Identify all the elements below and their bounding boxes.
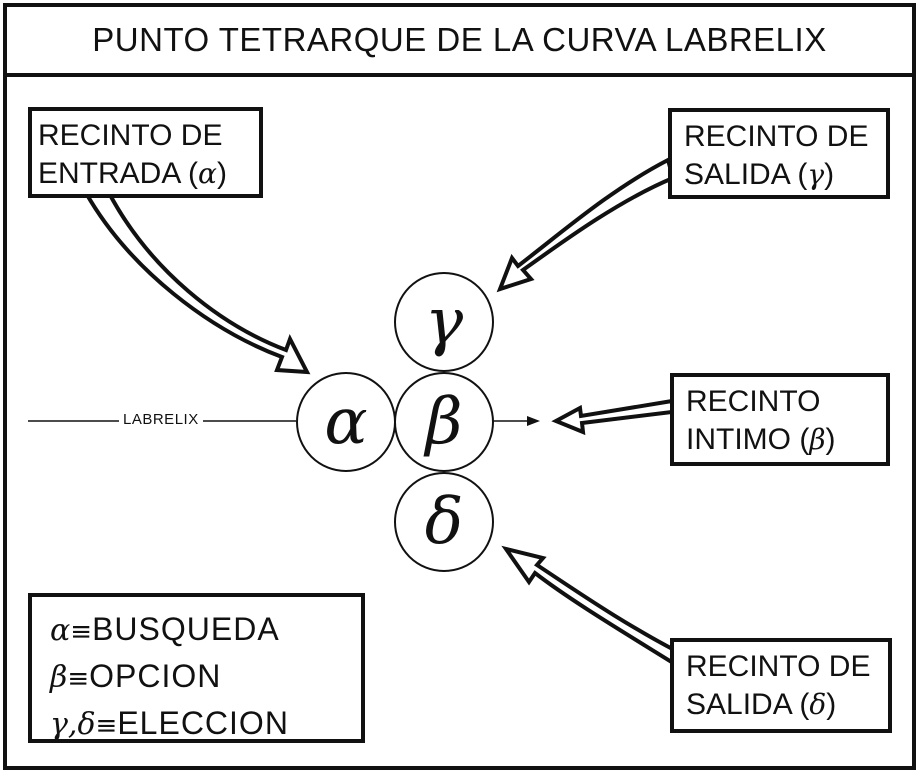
circle-beta: β [394, 372, 494, 472]
legend-text: OPCION [89, 658, 222, 694]
legend-text: BUSQUEDA [92, 611, 280, 647]
salida-gamma-line2: SALIDA (γ) [684, 158, 835, 191]
intimo-line1: RECINTO [686, 385, 821, 418]
legend-row-busqueda: α≡BUSQUEDA [50, 607, 361, 654]
gamma-symbol: γ [424, 285, 464, 359]
entrada-line1: RECINTO DE [38, 119, 223, 152]
title-bar: PUNTO TETRARQUE DE LA CURVA LABRELIX [7, 7, 912, 77]
arrow-salida-delta [501, 545, 687, 669]
legend-symbol: γ,δ [50, 707, 96, 742]
circle-delta: δ [394, 472, 494, 572]
labrelix-arrowhead [527, 416, 540, 426]
equiv-sign: ≡ [70, 617, 93, 647]
box-recinto-entrada: RECINTO DE ENTRADA (α) [28, 107, 263, 198]
entrada-line2: ENTRADA (α) [38, 157, 227, 190]
salida-delta-line1: RECINTO DE [686, 650, 871, 683]
box-recinto-salida-gamma: RECINTO DE SALIDA (γ) [668, 108, 890, 199]
legend-row-eleccion: γ,δ≡ELECCION [50, 701, 361, 748]
salida-gamma-symbol: γ [807, 158, 825, 191]
salida-gamma-line1: RECINTO DE [684, 120, 869, 153]
diagram-title: PUNTO TETRARQUE DE LA CURVA LABRELIX [92, 21, 827, 58]
intimo-symbol: β [809, 423, 826, 456]
equiv-sign: ≡ [95, 711, 118, 741]
arrow-salida-gamma [496, 157, 676, 293]
arrow-entrada [82, 191, 311, 375]
equiv-sign: ≡ [67, 664, 90, 694]
salida-delta-line2: SALIDA (δ) [686, 688, 837, 721]
legend-row-opcion: β≡OPCION [50, 654, 361, 701]
arrow-intimo [551, 398, 674, 436]
diagram-frame: PUNTO TETRARQUE DE LA CURVA LABRELIX [3, 3, 916, 770]
delta-symbol: δ [424, 485, 464, 559]
circle-alpha: α [296, 372, 396, 472]
alpha-symbol: α [324, 385, 368, 459]
intimo-line2: INTIMO (β) [686, 423, 836, 456]
legend-text: ELECCION [117, 705, 289, 741]
beta-symbol: β [425, 385, 463, 459]
entrada-symbol: α [198, 157, 217, 190]
legend-box: α≡BUSQUEDA β≡OPCION γ,δ≡ELECCION [28, 593, 365, 743]
box-recinto-intimo: RECINTO INTIMO (β) [670, 373, 890, 466]
salida-delta-symbol: δ [809, 688, 827, 721]
legend-symbol: β [50, 660, 68, 695]
box-recinto-salida-delta: RECINTO DE SALIDA (δ) [670, 638, 892, 733]
legend-symbol: α [50, 613, 71, 648]
labrelix-label: LABRELIX [119, 411, 203, 428]
circle-gamma: γ [394, 272, 494, 372]
